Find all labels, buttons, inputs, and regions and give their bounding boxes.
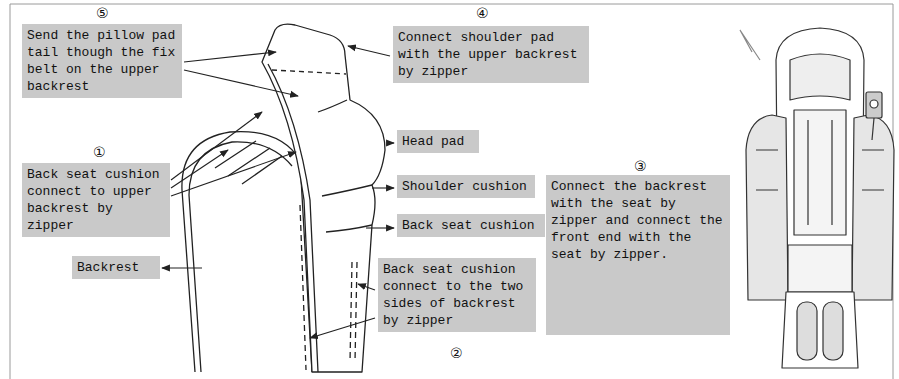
callout-box: Back seat cushion connect to the two sid…	[378, 258, 536, 332]
callout-box: Connect the backrest with the seat by zi…	[546, 175, 730, 335]
backrest-drawing	[182, 24, 385, 372]
backrest-drawing-part	[318, 100, 372, 232]
backrest-drawing-part	[262, 24, 385, 372]
massage-chair-drawing-part	[776, 28, 864, 260]
massage-chair-drawing-part	[870, 100, 878, 108]
leader-lines	[162, 46, 548, 338]
massage-chair-drawing-part	[797, 302, 817, 360]
callout-text: Send the pillow pad tail though the fix …	[27, 27, 177, 95]
leader-lines-part	[171, 150, 228, 188]
leader-lines-part	[348, 46, 390, 56]
callout-text: Back seat cushion connect to upper backr…	[27, 166, 165, 234]
massage-chair-drawing-part	[788, 245, 852, 292]
backrest-drawing-part	[300, 205, 306, 370]
callout-number: ①	[93, 144, 106, 160]
massage-chair-drawing-part	[746, 115, 788, 300]
part-label-box: Back seat cushion	[397, 214, 545, 237]
callout-text: Backrest	[77, 259, 155, 276]
callout-text: Back seat cushion	[402, 217, 540, 234]
callout-box: Connect shoulder pad with the upper back…	[393, 26, 589, 83]
leader-lines-part	[184, 70, 298, 96]
part-label-box: Shoulder cushion	[397, 175, 535, 198]
massage-chair-drawing-part	[790, 54, 850, 100]
part-label-box: Backrest	[72, 256, 160, 279]
frame-line-part	[10, 4, 893, 379]
callout-number: ⑤	[96, 5, 109, 21]
massage-chair-drawing-part	[808, 120, 832, 225]
callout-text: Connect the backrest with the seat by zi…	[551, 178, 725, 263]
callout-box: Send the pillow pad tail though the fix …	[22, 24, 182, 98]
leader-lines-part	[184, 52, 276, 62]
leader-lines-part	[310, 318, 375, 338]
frame-line	[10, 4, 893, 379]
backrest-drawing-part	[268, 64, 318, 372]
massage-chair-drawing	[740, 28, 894, 368]
leader-lines-part	[358, 284, 375, 290]
massage-chair-drawing-part	[794, 110, 846, 235]
callout-text: Shoulder cushion	[402, 178, 530, 195]
leader-lines-part	[171, 152, 296, 196]
callout-number: ③	[634, 158, 647, 174]
massage-chair-drawing-part	[866, 92, 882, 118]
callout-box: Back seat cushion connect to upper backr…	[22, 163, 170, 237]
leader-lines-part	[388, 142, 394, 143]
massage-chair-drawing-part	[852, 115, 894, 300]
part-label-box: Head pad	[397, 130, 479, 153]
callout-text: Connect shoulder pad with the upper back…	[398, 29, 584, 80]
callout-number: ②	[450, 345, 463, 361]
massage-chair-drawing-part	[756, 150, 884, 190]
backrest-drawing-part	[350, 262, 357, 362]
massage-chair-drawing-part	[872, 118, 874, 140]
massage-chair-drawing-part	[823, 302, 843, 360]
leader-lines-part	[366, 227, 394, 228]
backrest-drawing-part	[272, 70, 346, 74]
leader-lines-part	[372, 187, 394, 188]
leader-lines-part	[171, 112, 262, 180]
callout-text: Head pad	[402, 133, 474, 150]
leader-lines-part	[162, 267, 202, 268]
massage-chair-drawing-part	[740, 30, 760, 60]
massage-chair-drawing-part	[782, 292, 858, 368]
callout-text: Back seat cushion connect to the two sid…	[383, 261, 531, 329]
callout-number: ④	[476, 5, 489, 21]
backrest-drawing-part	[189, 142, 292, 372]
